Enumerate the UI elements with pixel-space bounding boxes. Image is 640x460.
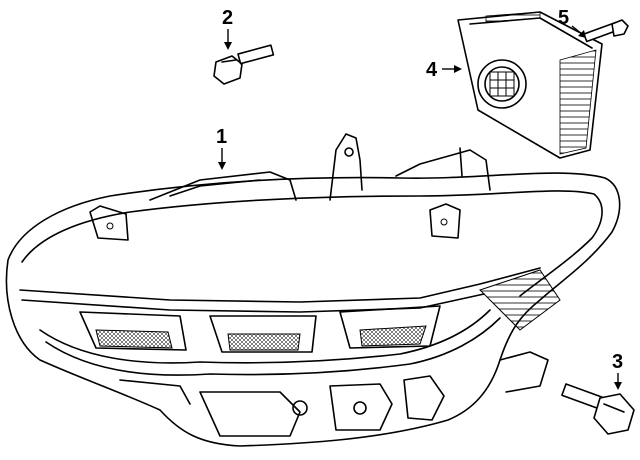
callout-4: 4: [426, 59, 462, 81]
callout-2: 2: [222, 7, 233, 50]
reflector-bay-right: [339, 305, 441, 349]
callout-number: 1: [216, 126, 227, 148]
module-screw[interactable]: [583, 19, 629, 43]
callout-number: 5: [558, 7, 569, 29]
reflector-bay-left: [79, 311, 187, 351]
headlamp-assembly[interactable]: [5, 133, 621, 447]
reflector-bay-middle: [209, 315, 317, 353]
callout-1: 1: [216, 126, 227, 170]
control-module[interactable]: [457, 11, 603, 159]
lower-mounting-bolt[interactable]: [561, 383, 635, 435]
callout-number: 2: [222, 7, 233, 29]
upper-mounting-bolt[interactable]: [213, 44, 275, 85]
callout-number: 3: [612, 351, 623, 373]
callout-3: 3: [612, 351, 623, 390]
callout-number: 4: [426, 59, 438, 81]
callout-5: 5: [558, 7, 586, 38]
